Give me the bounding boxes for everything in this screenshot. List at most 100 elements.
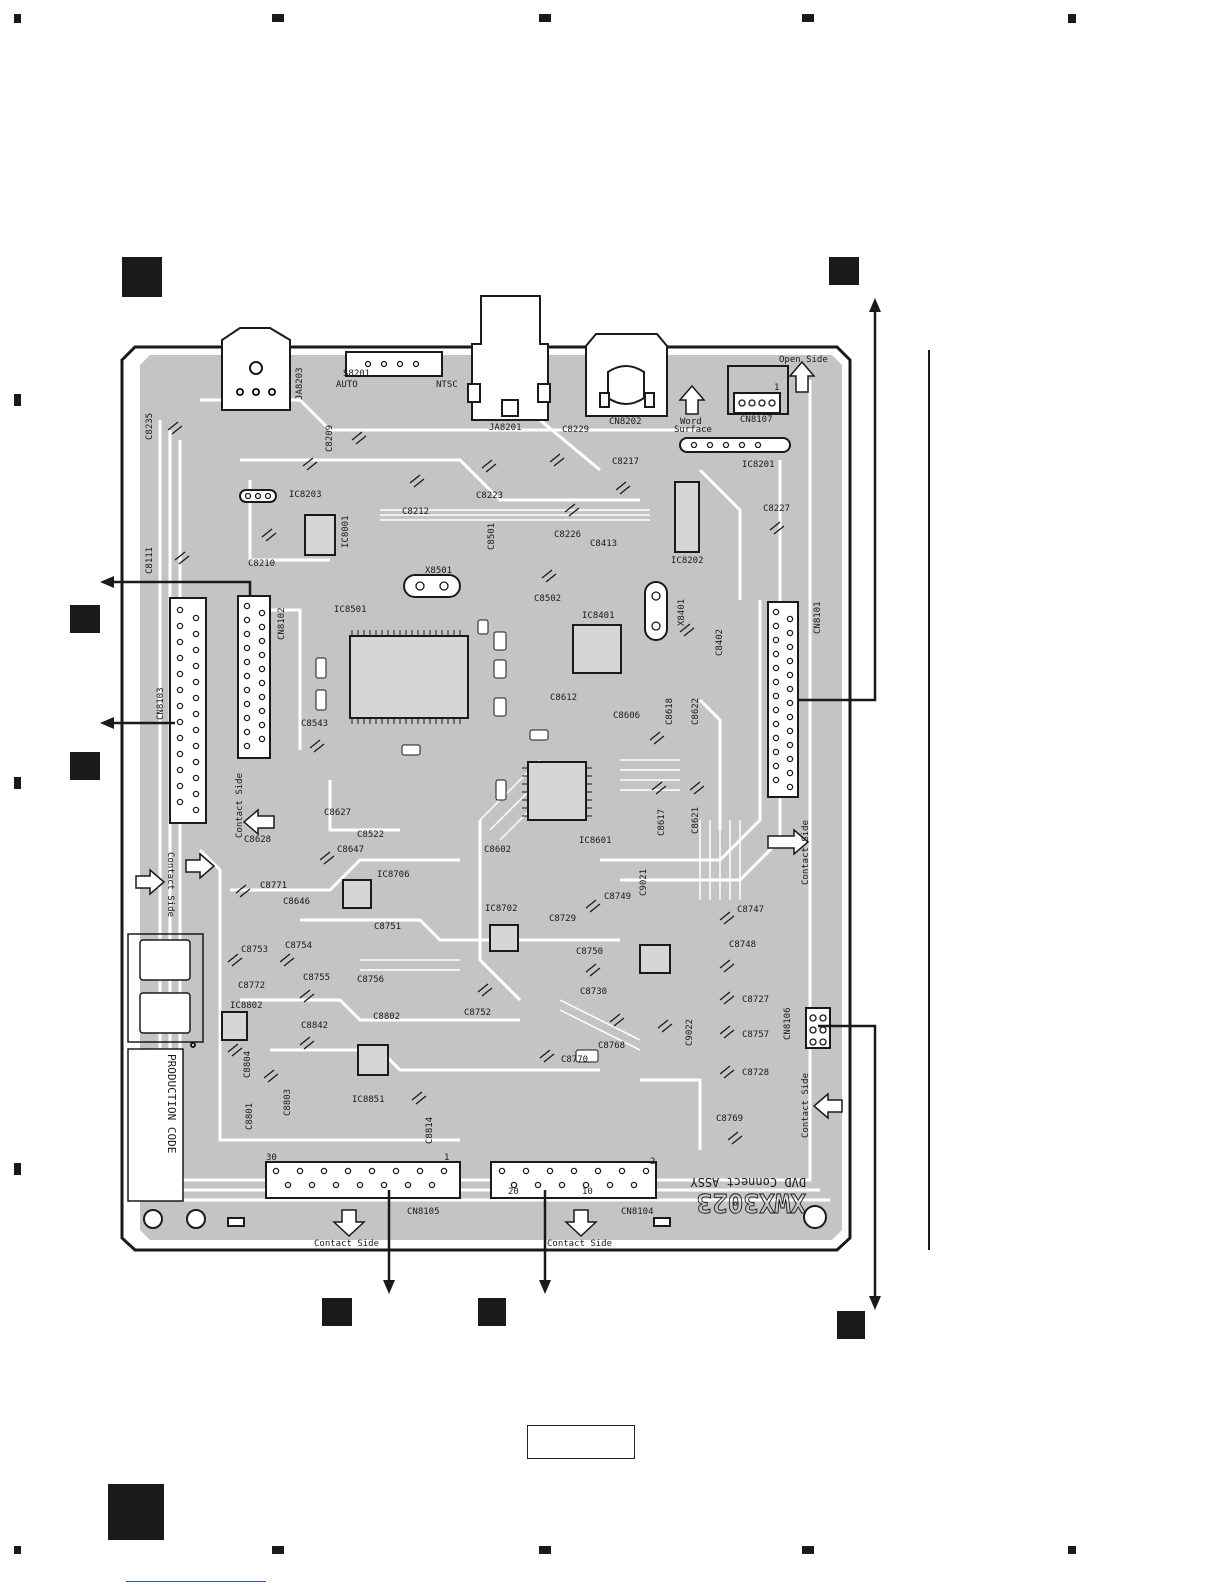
cn8103-label: CN8103	[156, 687, 166, 720]
ic-pins	[351, 630, 592, 817]
component-label: C8502	[534, 594, 561, 604]
component-label: C8802	[373, 1012, 400, 1022]
component-label: C8771	[260, 881, 287, 891]
wiring-arrows	[112, 310, 877, 1298]
component-label: C8749	[604, 892, 631, 902]
word-label: Word	[680, 417, 702, 427]
component-label: C8602	[484, 845, 511, 855]
pin-mark: 1	[774, 383, 779, 393]
contact-side-label-bottom-1: Contact Side	[314, 1239, 379, 1249]
smd-passives	[315, 619, 599, 1063]
contact-side-label-right-2: Contact Side	[801, 1073, 811, 1138]
ic8001-package	[304, 514, 336, 556]
ic8802-label: IC8802	[230, 1001, 263, 1011]
part-number: XWX3023	[696, 1187, 806, 1217]
component-label: C8750	[576, 947, 603, 957]
x8501-crystal	[403, 574, 461, 598]
component-label: C8728	[742, 1068, 769, 1078]
component-label: C8501	[487, 523, 497, 550]
component-label: C8606	[613, 711, 640, 721]
component-label: C8227	[763, 504, 790, 514]
pin-mark: 20	[508, 1187, 519, 1197]
component-label: C8729	[549, 914, 576, 924]
component-label: C8757	[742, 1030, 769, 1040]
auto-label: AUTO	[336, 380, 358, 390]
ja8201-jack	[471, 295, 549, 421]
component-label: C8769	[716, 1114, 743, 1124]
component-label: C8217	[612, 457, 639, 467]
component-label: C8402	[715, 629, 725, 656]
component-label: C8210	[248, 559, 275, 569]
component-label: C9022	[685, 1019, 695, 1046]
pin-mark: 30	[266, 1153, 277, 1163]
x8401-label: X8401	[677, 599, 687, 626]
ic8706-package	[342, 879, 372, 909]
component-label: C8223	[476, 491, 503, 501]
component-label: C8622	[691, 698, 701, 725]
footer-link-line	[126, 1581, 266, 1582]
cn8105-header	[265, 1161, 461, 1199]
contact-side-label-left: Contact Side	[235, 773, 245, 838]
component-label: C8413	[590, 539, 617, 549]
ic8702-package	[489, 924, 519, 952]
ic8706-label: IC8706	[377, 870, 410, 880]
component-label: C8755	[303, 973, 330, 983]
component-label: C8801	[245, 1103, 255, 1130]
ic8202-label: IC8202	[671, 556, 704, 566]
component-label: C8747	[737, 905, 764, 915]
cn8102-label: CN8102	[277, 607, 287, 640]
cn8107-label: CN8107	[740, 415, 773, 425]
component-label: C8756	[357, 975, 384, 985]
orientation-arrows	[135, 360, 843, 1238]
ic8601-label: IC8601	[579, 836, 612, 846]
component-label: C8628	[244, 835, 271, 845]
ic8601-package	[527, 761, 587, 821]
component-label: C8753	[241, 945, 268, 955]
contact-side-label-bottom-2: Contact Side	[547, 1239, 612, 1249]
component-label: C8627	[324, 808, 351, 818]
ic8702-label: IC8702	[485, 904, 518, 914]
pin-mark: 2	[650, 1157, 655, 1167]
cn8104-label: CN8104	[621, 1207, 654, 1217]
component-label: C8727	[742, 995, 769, 1005]
cn8103-header	[169, 597, 207, 824]
component-label: C8768	[598, 1041, 625, 1051]
cn8202-label: CN8202	[609, 417, 642, 427]
ic8401-label: IC8401	[582, 611, 615, 621]
jacks	[221, 295, 789, 421]
ntsc-label: NTSC	[436, 380, 458, 390]
cn8101-header	[767, 601, 799, 798]
x8501-label: X8501	[425, 566, 452, 576]
component-label: C8770	[561, 1055, 588, 1065]
arrow-heads	[100, 298, 881, 1310]
contact-side-label-right: Contact Side	[801, 820, 811, 885]
ic8501-label: IC8501	[334, 605, 367, 615]
page-tab-marker	[108, 1484, 164, 1540]
assy-name: DVD Connect ASSY	[690, 1175, 806, 1189]
production-code-area	[127, 933, 204, 1202]
production-code-label: PRODUCTION CODE	[165, 1054, 178, 1153]
component-label: C8842	[301, 1021, 328, 1031]
contact-side-label-left-2: Contact Side	[165, 852, 175, 917]
component-label: C8646	[283, 897, 310, 907]
component-label: C8751	[374, 922, 401, 932]
ic-packages	[221, 437, 791, 1076]
s8201-switch	[345, 351, 443, 377]
component-label: C8229	[562, 425, 589, 435]
sheet-reference-box	[527, 1425, 635, 1459]
ja8201-label: JA8201	[489, 423, 522, 433]
component-label: C8621	[691, 807, 701, 834]
component-label: C8226	[554, 530, 581, 540]
locator-squares	[70, 257, 865, 1339]
component-label: C8772	[238, 981, 265, 991]
component-label: C8754	[285, 941, 312, 951]
component-label: C8748	[729, 940, 756, 950]
cn8105-label: CN8105	[407, 1207, 440, 1217]
silkscreen-text: Open Side Word Surface AUTO NTSC S8201 C…	[145, 355, 828, 1249]
ic8201-package	[679, 437, 791, 453]
component-label: C8752	[464, 1008, 491, 1018]
component-label: C8543	[301, 719, 328, 729]
component-label: C8803	[283, 1089, 293, 1116]
connector-pins	[176, 360, 827, 1189]
